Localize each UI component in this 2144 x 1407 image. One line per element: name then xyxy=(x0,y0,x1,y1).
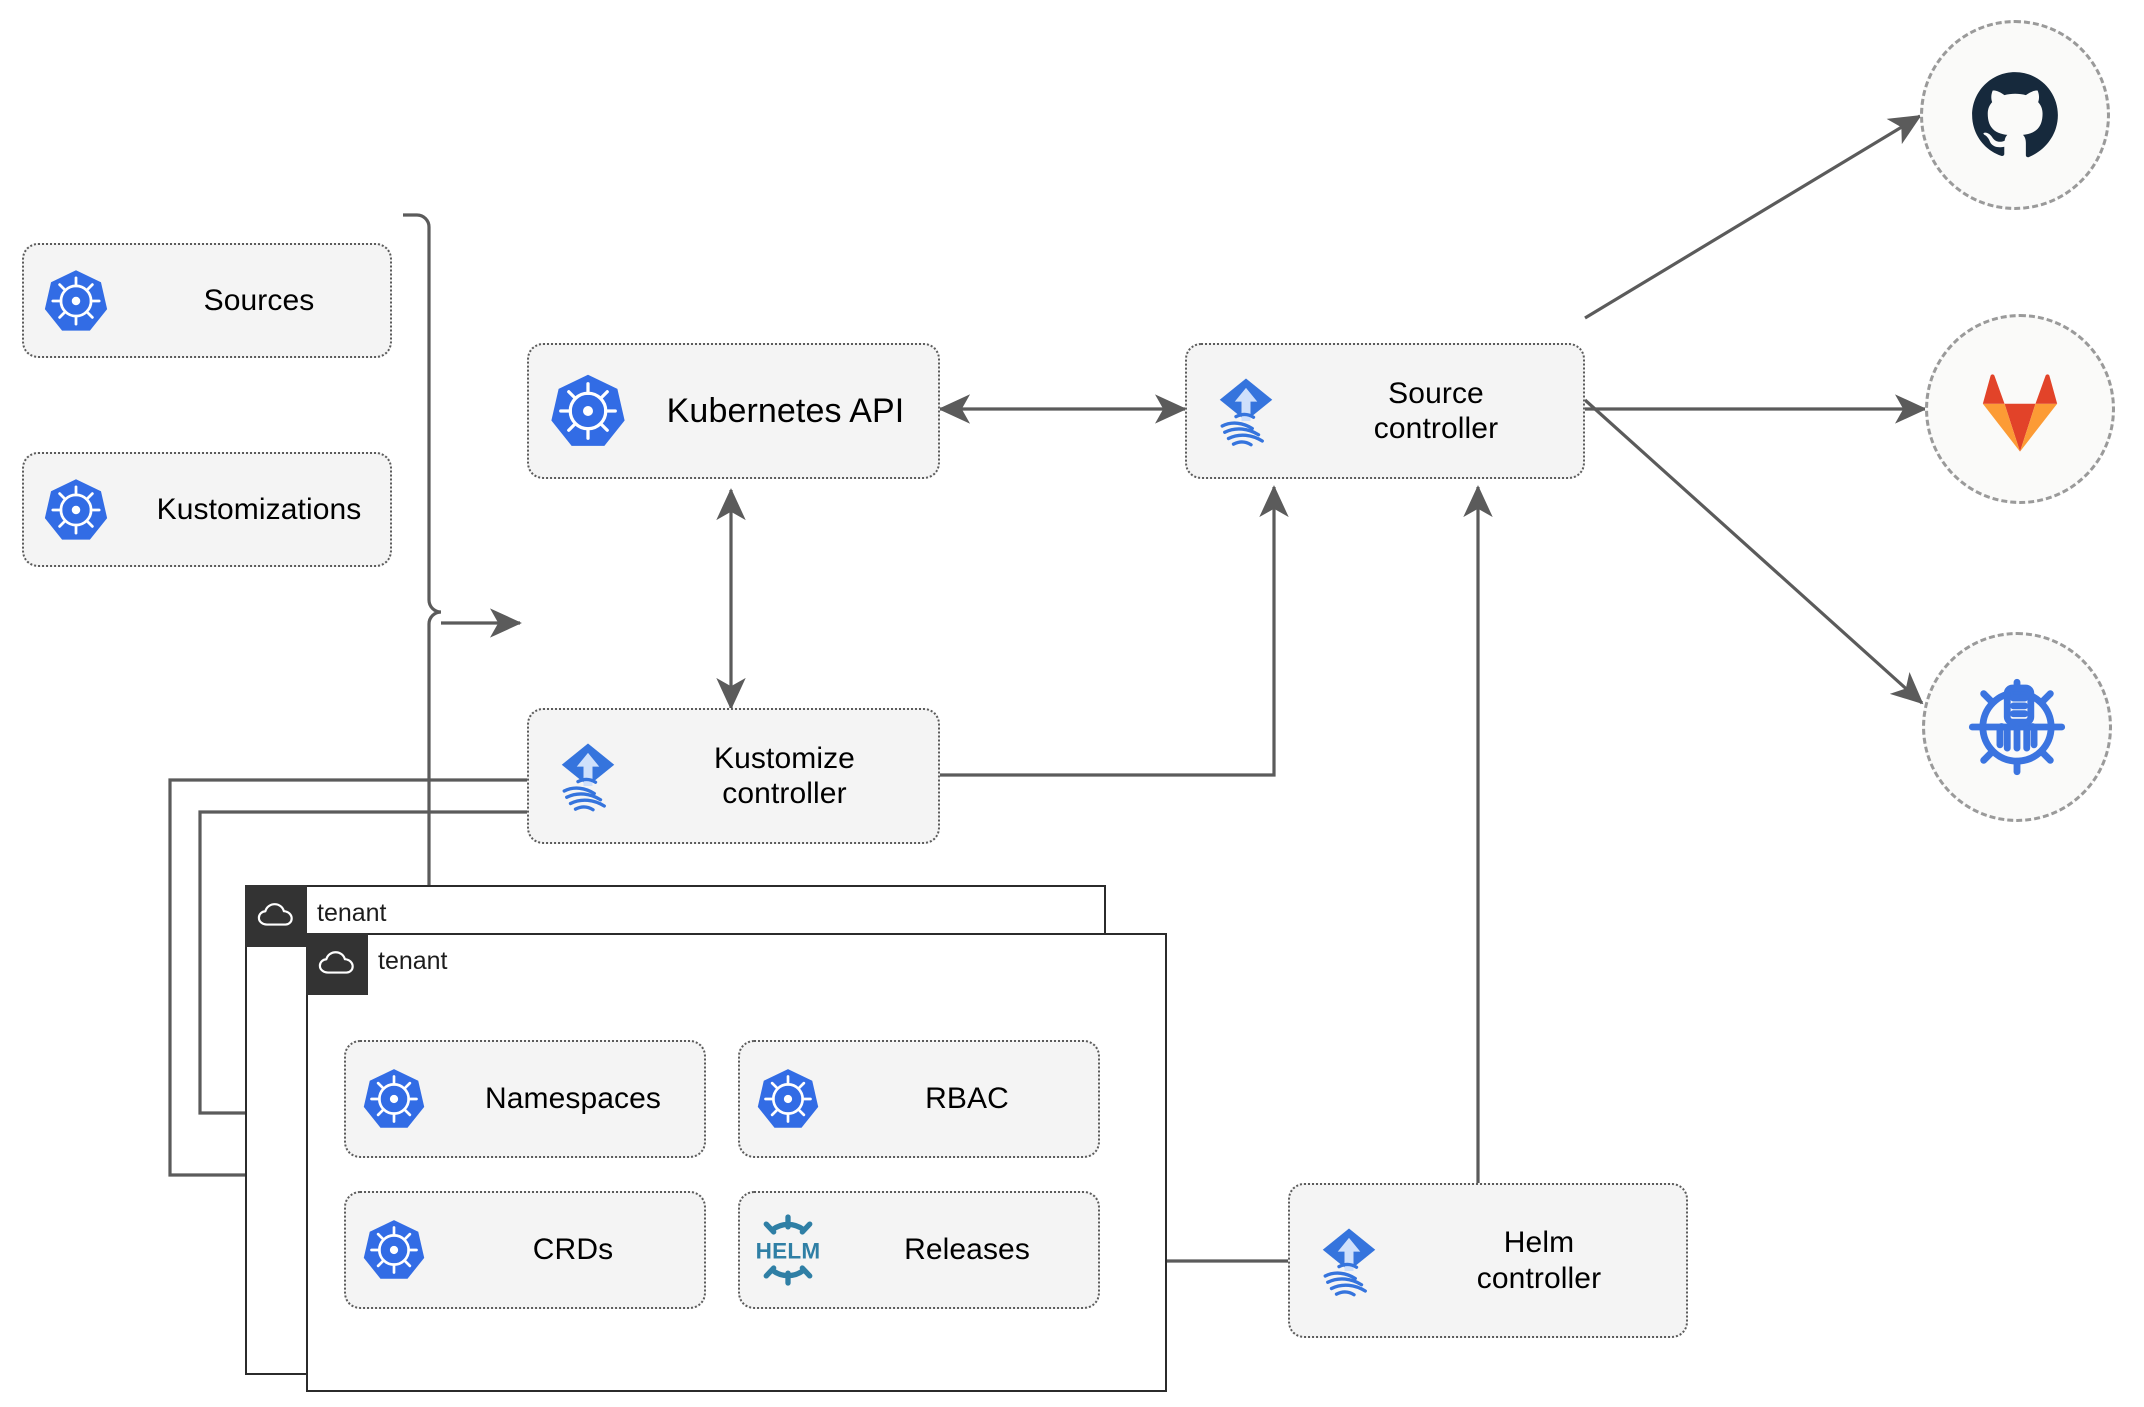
node-sources[interactable]: Sources xyxy=(22,243,392,358)
kubernetes-icon xyxy=(346,1217,442,1283)
flux-icon xyxy=(1290,1221,1408,1301)
repo-gitlab[interactable] xyxy=(1925,314,2115,504)
kubernetes-icon xyxy=(24,267,128,335)
kubernetes-icon xyxy=(529,371,647,451)
helm-repository-icon xyxy=(1968,678,2066,776)
node-kubernetes-api[interactable]: Kubernetes API xyxy=(527,343,940,479)
edge-source-to-helm-repository xyxy=(1583,398,1924,705)
node-label: Namespaces xyxy=(484,1082,662,1116)
cloud-icon xyxy=(257,902,293,926)
node-label: CRDs xyxy=(532,1233,614,1267)
gitlab-icon xyxy=(1982,374,2058,452)
node-label: Helm controller xyxy=(1476,1226,1602,1295)
kubernetes-icon xyxy=(24,476,128,544)
node-label: RBAC xyxy=(925,1082,1009,1116)
node-label: Releases xyxy=(904,1233,1030,1267)
node-kustomizations[interactable]: Kustomizations xyxy=(22,452,392,567)
flux-icon xyxy=(529,736,647,816)
node-label: Kustomizations xyxy=(156,492,362,526)
edge-source-to-github xyxy=(1584,114,1922,320)
node-namespaces[interactable]: Namespaces xyxy=(344,1040,706,1158)
repo-github[interactable] xyxy=(1920,20,2110,210)
flux-icon xyxy=(1187,371,1305,451)
tenant-label: tenant xyxy=(378,947,448,975)
cloud-icon xyxy=(318,950,354,974)
github-icon xyxy=(1972,72,2058,158)
svg-text:HELM: HELM xyxy=(756,1239,821,1264)
node-label: Kustomize controller xyxy=(714,741,855,810)
edge-kustomize-to-source xyxy=(940,485,1289,777)
node-crds[interactable]: CRDs xyxy=(344,1191,706,1309)
node-label: Kubernetes API xyxy=(666,391,905,430)
kubernetes-icon xyxy=(346,1066,442,1132)
tenant-tab xyxy=(305,932,368,995)
node-rbac[interactable]: RBAC xyxy=(738,1040,1100,1158)
tenant-label: tenant xyxy=(317,899,387,927)
repo-helm-repository[interactable] xyxy=(1922,632,2112,822)
node-label: Sources xyxy=(203,283,315,317)
tenant-container-2[interactable]: tenant xyxy=(305,932,1167,1392)
helm-icon: HELM xyxy=(740,1213,836,1287)
node-releases[interactable]: HELM Releases xyxy=(738,1191,1100,1309)
node-kustomize-controller[interactable]: Kustomize controller xyxy=(527,708,940,844)
node-label: Source controller xyxy=(1373,376,1499,445)
node-source-controller[interactable]: Source controller xyxy=(1185,343,1585,479)
tenant-tab xyxy=(244,884,307,947)
node-helm-controller[interactable]: Helm controller xyxy=(1288,1183,1688,1338)
kubernetes-icon xyxy=(740,1066,836,1132)
